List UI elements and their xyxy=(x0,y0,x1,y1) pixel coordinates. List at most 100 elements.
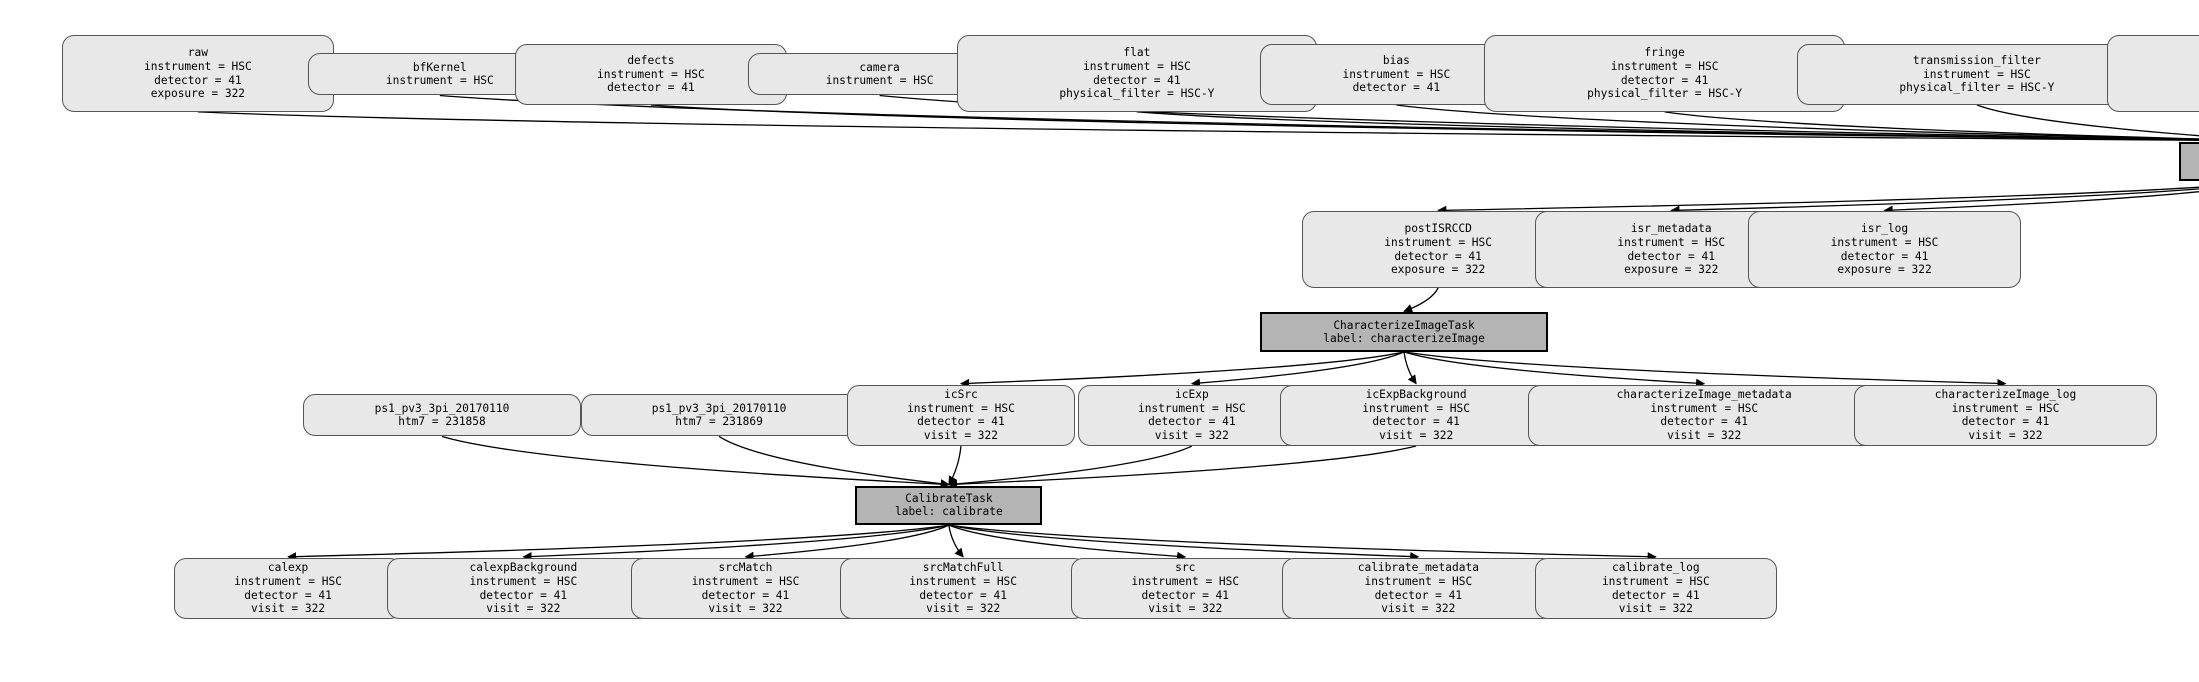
node-dimension: detector = 41 xyxy=(479,588,568,602)
node-dimension: visit = 322 xyxy=(1381,602,1456,616)
node-dimension: detector = 41 xyxy=(1372,415,1460,429)
node-dimension: instrument = HSC xyxy=(234,574,342,588)
node-dimension: instrument = HSC xyxy=(825,74,934,88)
node-dimension: physical_filter = HSC-Y xyxy=(1899,81,2055,95)
node-dimension: instrument = HSC xyxy=(144,60,252,74)
edge-fringe-to-IsrTask xyxy=(1664,111,2199,140)
node-dimension: instrument = HSC xyxy=(1082,60,1191,74)
edge-paths xyxy=(197,94,2199,562)
node-dimension: visit = 322 xyxy=(1618,602,1693,616)
node-dimension: instrument = HSC xyxy=(1342,67,1451,81)
edge-CharacterizeImageTask-to-icExp xyxy=(1190,351,1405,388)
edge-IsrTask-to-postISRCCD xyxy=(1437,186,2199,215)
node-title: calibrate_log xyxy=(1612,561,1700,575)
node-title: bfKernel xyxy=(412,60,467,74)
edge-icExpBackground-to-CalibrateTask xyxy=(947,445,1417,489)
node-title: srcMatchFull xyxy=(922,561,1004,575)
node-dimension: label: calibrate xyxy=(894,505,1003,519)
edge-IsrTask-to-isr_log xyxy=(1883,190,2199,215)
node-dimension: detector = 41 xyxy=(1627,249,1715,263)
node-dimension: visit = 322 xyxy=(926,602,1001,616)
node-dimension: exposure = 322 xyxy=(1837,263,1932,277)
node-dimension: visit = 322 xyxy=(251,602,326,616)
node-dimension: instrument = HSC xyxy=(597,67,705,81)
node-dimension: instrument = HSC xyxy=(1137,401,1246,415)
node-dimension: label: characterizeImage xyxy=(1323,332,1485,346)
node-dimension: visit = 322 xyxy=(486,602,561,616)
node-dimension: instrument = HSC xyxy=(1362,401,1471,415)
node-title: icSrc xyxy=(944,388,978,402)
node-dimension: instrument = HSC xyxy=(1384,236,1493,249)
node-dimension: visit = 322 xyxy=(1154,428,1229,442)
node-title: characterizeImage_metadata xyxy=(1616,388,1792,402)
node-dimension: detector = 41 xyxy=(244,588,332,602)
edge-defects-to-IsrTask xyxy=(650,104,2199,141)
node-title: characterizeImage_log xyxy=(1934,388,2077,402)
node-dimension: detector = 41 xyxy=(1141,588,1230,602)
node-dimension: exposure = 322 xyxy=(1624,263,1719,277)
node-title: flat xyxy=(1123,46,1151,60)
node-title: CalibrateTask xyxy=(905,491,993,505)
node-dimension: instrument = HSC xyxy=(1610,60,1719,74)
node-dimension: visit = 322 xyxy=(1667,428,1742,442)
node-dimension: instrument = HSC xyxy=(1951,401,2060,415)
node-title: icExpBackground xyxy=(1365,388,1467,402)
node-dimension: detector = 41 xyxy=(919,588,1007,602)
node-title: fringe xyxy=(1644,46,1685,60)
node-dimension: instrument = HSC xyxy=(691,574,800,588)
node-dimension: visit = 322 xyxy=(708,602,783,616)
node-dimension: instrument = HSC xyxy=(1617,236,1726,249)
node-title: srcMatch xyxy=(718,561,773,575)
node-dimension: instrument = HSC xyxy=(907,401,1015,415)
node-dimension: detector = 41 xyxy=(607,81,695,95)
node-dimension: visit = 322 xyxy=(1379,428,1454,442)
node-title: camera xyxy=(859,60,900,74)
node-title: defects xyxy=(627,53,675,67)
node-dimension: detector = 41 xyxy=(1612,588,1700,602)
node-dimension: exposure = 322 xyxy=(150,87,246,101)
node-title: isr_metadata xyxy=(1630,222,1712,236)
node-dimension: instrument = HSC xyxy=(1601,574,1710,588)
edge-icExp-to-CalibrateTask xyxy=(947,445,1193,489)
node-dimension: instrument = HSC xyxy=(469,574,578,588)
edge-CalibrateTask-to-src xyxy=(948,524,1187,561)
node-dimension: detector = 41 xyxy=(1961,415,2050,429)
node-dimension: visit = 322 xyxy=(1148,602,1223,616)
node-dimension: detector = 41 xyxy=(1394,249,1482,263)
graph-node-IsrTask[interactable]: IsrTasklabel: isr xyxy=(2179,141,2199,182)
node-dimension: instrument = HSC xyxy=(1830,236,1939,249)
node-dimension: detector = 41 xyxy=(701,588,790,602)
node-title: transmission_filter xyxy=(1912,53,2041,67)
edge-IsrTask-to-isr_metadata xyxy=(1670,188,2199,215)
edge-CalibrateTask-to-calexpBackground xyxy=(522,524,950,562)
node-dimension: instrument = HSC xyxy=(1923,67,2031,81)
edge-CharacterizeImageTask-to-characterizeImage_metadata xyxy=(1403,351,1706,388)
node-dimension: instrument = HSC xyxy=(1131,574,1240,588)
edge-CharacterizeImageTask-to-characterizeImage_log xyxy=(1403,351,2007,388)
node-dimension: physical_filter = HSC-Y xyxy=(1587,87,1743,101)
